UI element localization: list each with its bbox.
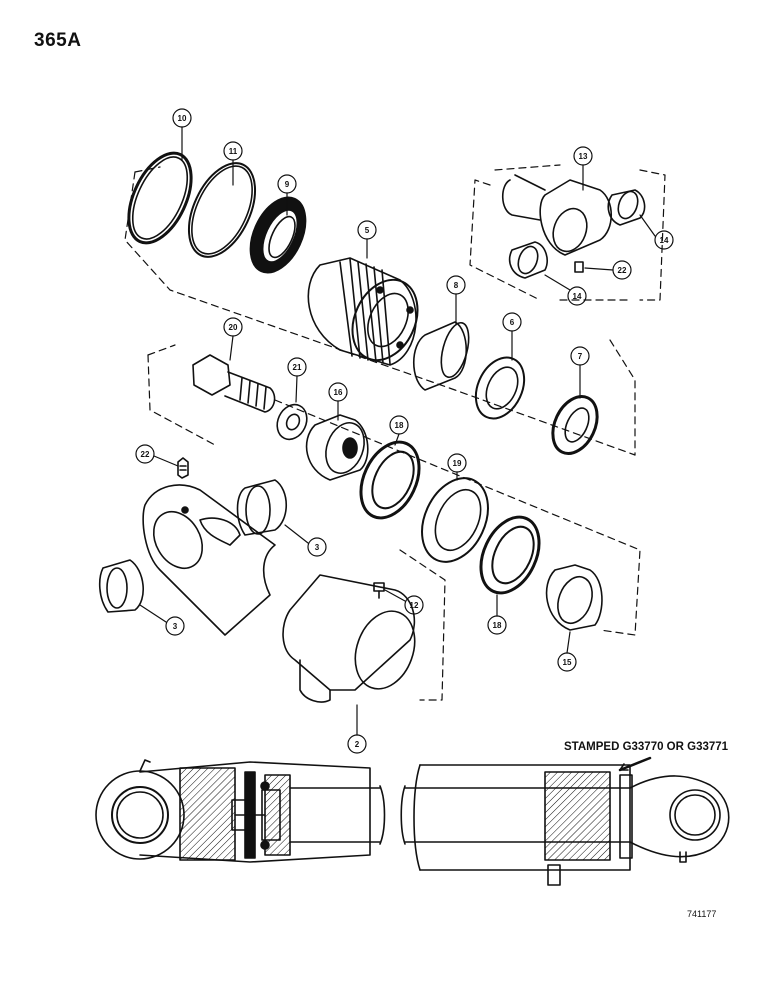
seal-7 [551, 395, 599, 455]
piston-nut-15 [545, 564, 603, 631]
grease-fitting-22-upper [574, 261, 584, 273]
bushing-8 [413, 321, 470, 391]
assembled-cylinder-right [400, 756, 730, 886]
o-ring-10 [127, 151, 193, 245]
callout-15: 15 [563, 658, 572, 667]
callout-3-lower: 3 [173, 622, 178, 631]
callout-18-lower: 18 [493, 621, 502, 630]
piston-16 [305, 414, 369, 481]
ring-6 [474, 356, 526, 420]
callout-20: 20 [229, 323, 238, 332]
seal-18-lower [479, 515, 541, 595]
callout-13: 13 [579, 152, 588, 161]
set-screw-12 [373, 582, 385, 599]
rod-eye-13 [501, 174, 612, 256]
callout-5: 5 [365, 226, 370, 235]
stamp-note: STAMPED G33770 OR G33771 [564, 741, 729, 753]
assembled-cylinder-left [95, 759, 386, 863]
callout-21: 21 [293, 363, 302, 372]
callout-12: 12 [410, 601, 419, 610]
callout-7: 7 [578, 352, 583, 361]
callout-2: 2 [355, 740, 360, 749]
callout-9: 9 [285, 180, 290, 189]
callout-19: 19 [453, 459, 462, 468]
bushing-3-lower [98, 559, 145, 613]
callout-3-upper: 3 [315, 543, 320, 552]
drawing-reference: 741177 [687, 909, 717, 919]
group-outline-middle [147, 344, 641, 636]
callout-16: 16 [334, 388, 343, 397]
group-outline-barrel [399, 549, 446, 701]
page-number: 365A [34, 30, 82, 51]
group-outline-top-right [469, 164, 666, 456]
callout-14-lower: 14 [573, 292, 582, 301]
callout-22-upper: 22 [618, 266, 627, 275]
wiper-seal-9 [249, 196, 307, 274]
wear-ring-19 [421, 477, 489, 563]
seal-18-upper [359, 440, 421, 520]
callout-18-upper: 18 [395, 421, 404, 430]
bolt-20 [192, 354, 276, 413]
callout-circles [135, 108, 674, 754]
bushing-14-upper [607, 189, 646, 226]
backup-ring-11 [187, 162, 257, 258]
callout-10: 10 [178, 114, 187, 123]
bushing-3-upper [236, 479, 287, 536]
cylinder-base [142, 484, 276, 636]
callout-22-lower: 22 [141, 450, 150, 459]
grease-fitting-22 [177, 457, 189, 479]
washer-21 [276, 403, 308, 441]
callout-14-upper: 14 [660, 236, 669, 245]
callout-11: 11 [229, 147, 238, 156]
gland-5 [307, 257, 419, 366]
callout-6: 6 [510, 318, 515, 327]
leader-lines [139, 126, 656, 736]
bushing-14-lower [508, 241, 548, 279]
barrel-2 [282, 574, 416, 703]
callout-8: 8 [454, 281, 459, 290]
